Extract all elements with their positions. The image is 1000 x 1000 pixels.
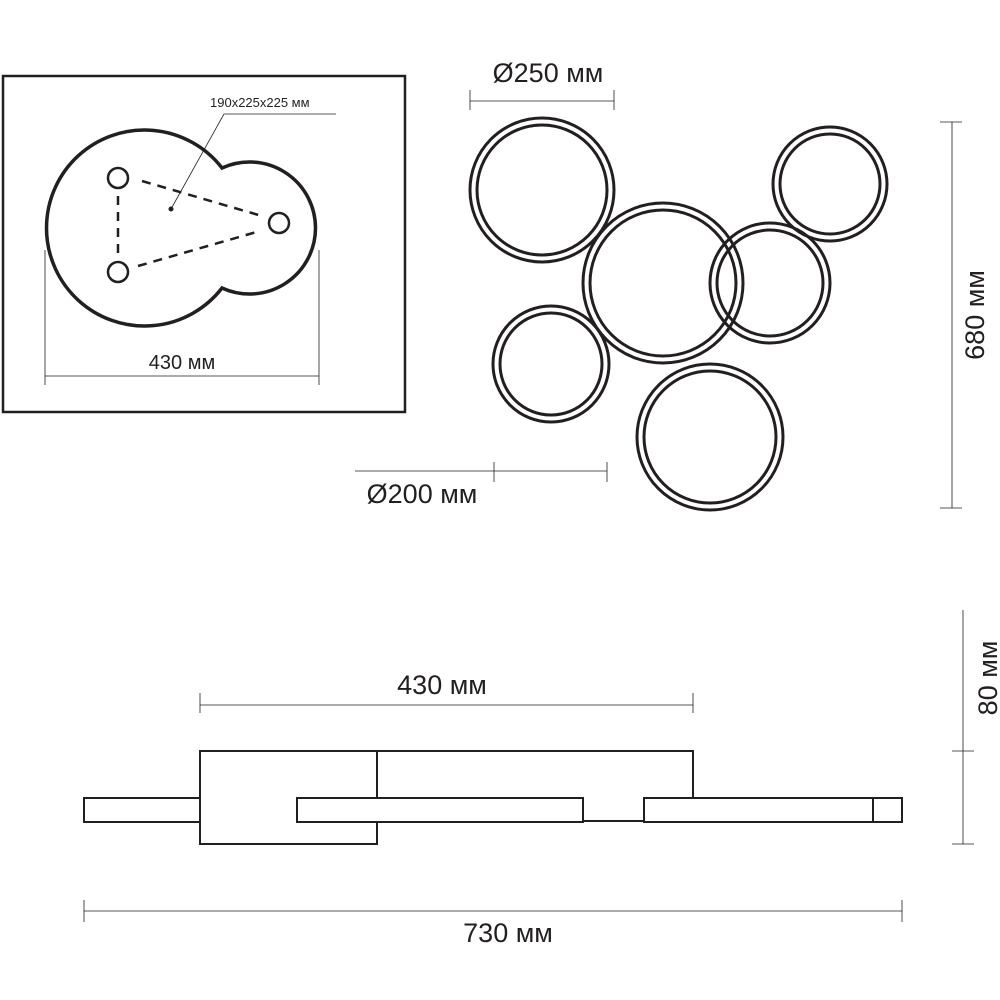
depth-label: 80 мм <box>973 641 1000 716</box>
mount-triangle <box>116 179 263 268</box>
mount-dimension-label: 190x225x225 мм <box>210 95 310 110</box>
ring-large-label: Ø250 мм <box>493 58 604 88</box>
width-label: 430 мм <box>149 352 215 374</box>
rings <box>468 116 889 512</box>
mount-hole <box>267 211 291 235</box>
ring-inner <box>778 132 882 236</box>
height-dimension-line <box>940 121 962 509</box>
ring <box>635 362 785 512</box>
ring-large-dimension-line <box>469 90 615 110</box>
width-dimension-line <box>44 250 320 385</box>
ring <box>491 304 611 424</box>
ring-small-label: Ø200 мм <box>367 479 478 509</box>
ring-inner <box>588 208 738 358</box>
ring-inner <box>498 311 604 417</box>
leader-line <box>170 113 336 210</box>
ring-inner <box>642 369 778 505</box>
mount-hole <box>106 260 130 284</box>
view-frame <box>1 74 407 414</box>
base-outline <box>44 128 318 328</box>
height-label: 680 мм <box>960 270 990 360</box>
base-dimension-line <box>199 693 694 713</box>
ring-small-dimension-line <box>355 462 608 482</box>
mount-hole <box>106 166 130 190</box>
plan-view: Ø250 мм Ø200 мм 680 мм <box>355 58 990 512</box>
mounting-plate-view: 190x225x225 мм 430 мм <box>1 74 407 414</box>
depth-dimension-line <box>952 610 974 845</box>
side-view: 430 мм 730 мм 80 мм <box>83 610 1000 948</box>
ring <box>581 201 745 365</box>
ring-inner <box>715 228 825 338</box>
ring <box>771 125 889 243</box>
ring <box>708 221 832 345</box>
ring-inner <box>475 123 609 257</box>
total-label: 730 мм <box>463 918 553 948</box>
fixture-profile <box>83 750 903 845</box>
base-label: 430 мм <box>397 670 487 700</box>
total-dimension-line <box>83 900 903 922</box>
ring <box>468 116 616 264</box>
